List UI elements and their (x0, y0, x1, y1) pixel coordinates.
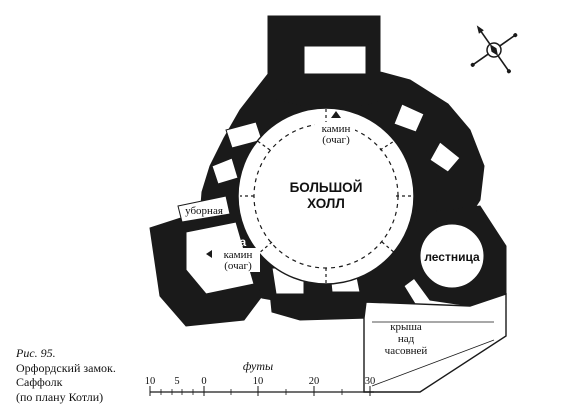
label-fireplace-top-2: (очаг) (322, 134, 350, 146)
latrine-room (177, 195, 231, 223)
scale-tick-label: 5 (174, 376, 179, 387)
figure-caption: Рис. 95. Орфордский замок. Саффолк (по п… (16, 346, 166, 404)
label-room-top: комната (310, 55, 361, 69)
label-great-hall-1: БОЛЬШОЙ (290, 180, 363, 195)
caption-line: (по плану Котли) (16, 389, 104, 404)
caption-line: Саффолк (16, 375, 63, 389)
label-room-left: комната (198, 235, 247, 249)
label-roof-3: часовней (385, 345, 428, 357)
label-roof-1: крыша (390, 321, 422, 333)
scale-unit: футы (243, 359, 273, 373)
label-great-hall-2: ХОЛЛ (307, 196, 345, 211)
fireplace-left-marker (206, 250, 212, 258)
great-hall-radials (240, 108, 412, 284)
label-fireplace-top-1: камин (322, 123, 351, 135)
fireplace-top-marker (331, 111, 341, 118)
scale-tick-label: 0 (201, 376, 206, 387)
scale-tick-label: 30 (365, 376, 376, 387)
scale-tick-label: 20 (309, 376, 320, 387)
great-hall (237, 107, 415, 285)
label-latrine: уборная (185, 205, 223, 217)
room-top (303, 45, 367, 75)
scale-bar: футы 10 5 0 10 20 30 (145, 359, 376, 396)
scale-tick-label: 10 (145, 376, 156, 387)
compass-rose-icon (470, 25, 518, 74)
caption-line: Орфордский замок. (16, 360, 116, 375)
stair-well (419, 223, 485, 289)
label-fireplace-left-1: камин (224, 249, 253, 261)
scale-tick-label: 10 (253, 376, 264, 387)
figure-number: Рис. 95. (16, 346, 56, 360)
label-fireplace-left-2: (очаг) (224, 260, 252, 272)
label-roof-2: над (398, 333, 415, 345)
label-stair: лестница (424, 250, 480, 264)
chapel-roof-outline (363, 293, 507, 393)
